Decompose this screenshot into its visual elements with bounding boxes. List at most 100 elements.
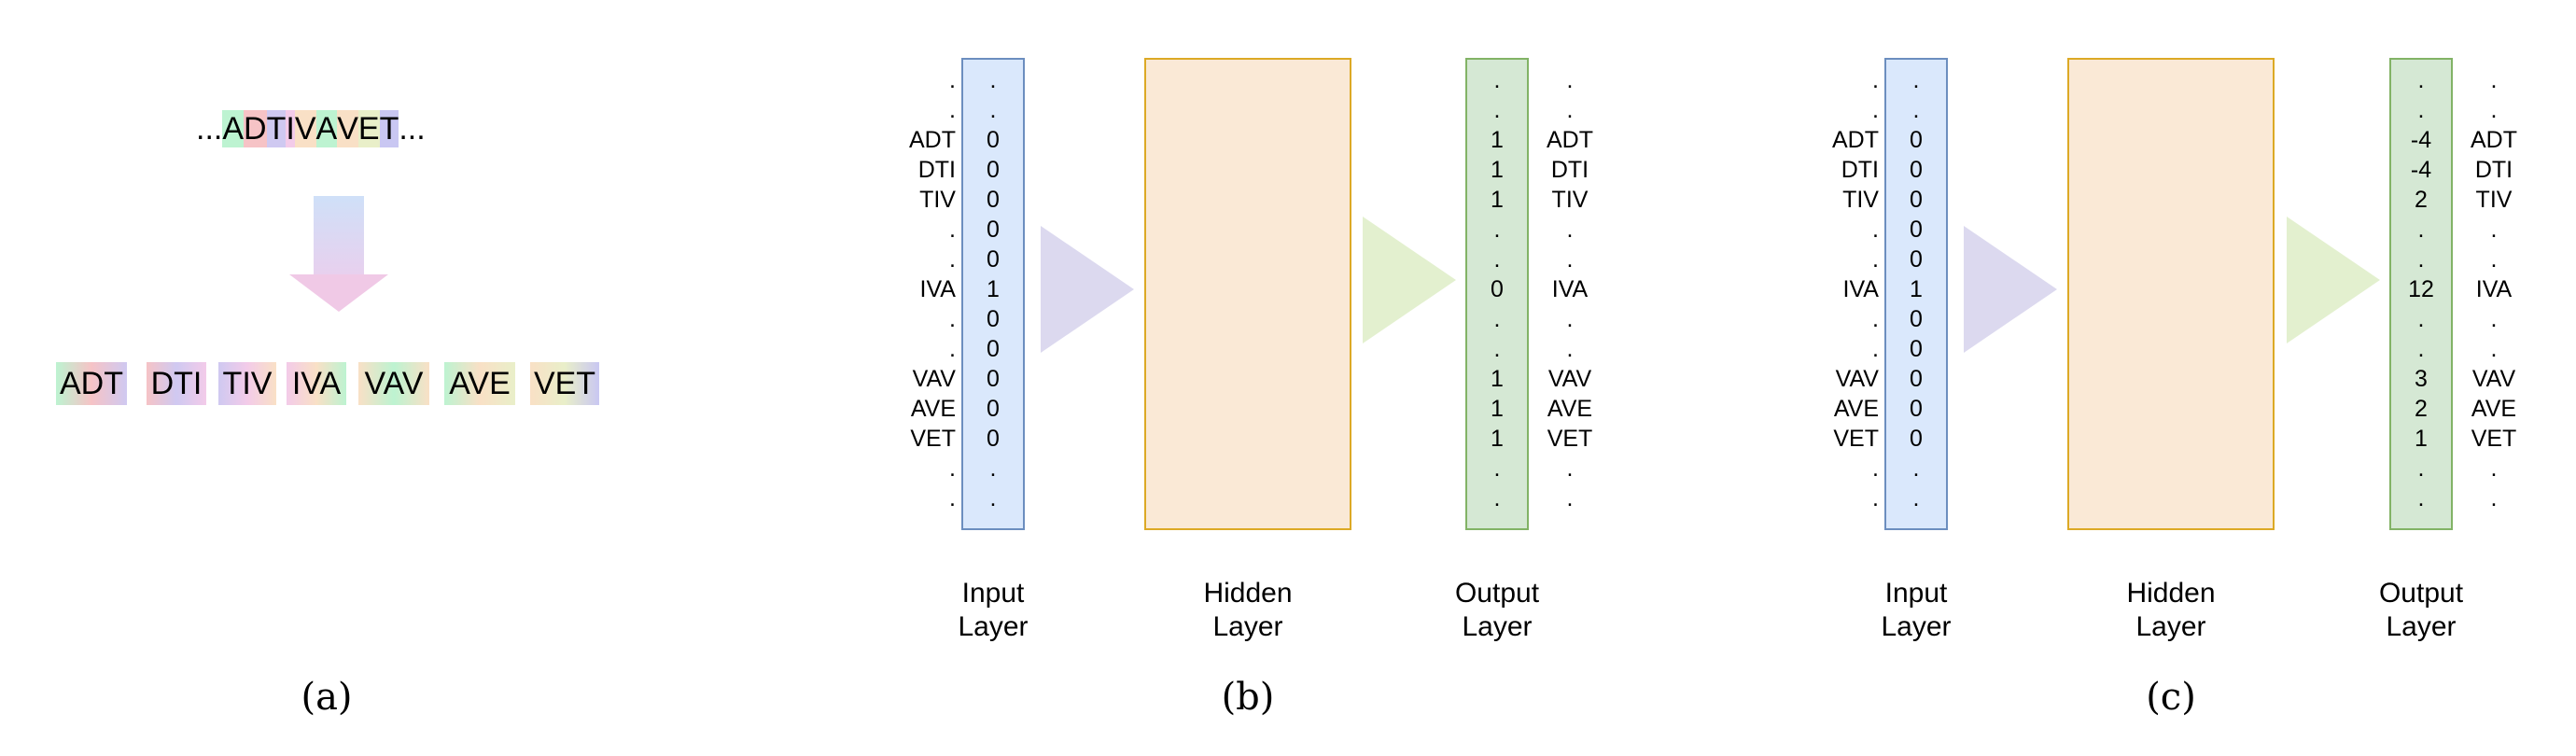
input-vector-value: 0: [1910, 306, 1923, 332]
arrow-right-icon: [2287, 217, 2380, 343]
output-vector-value: .: [1493, 336, 1501, 362]
hidden-layer-label-line: Layer: [2135, 611, 2206, 642]
output-token-label: .: [2490, 97, 2498, 123]
input-layer-box: [961, 58, 1025, 530]
sequence-char: T: [266, 110, 287, 147]
output-token-label: .: [1566, 455, 1574, 482]
output-vector-value: 1: [1491, 426, 1504, 452]
output-layer-label-line: Layer: [2386, 611, 2457, 642]
output-vector-value: .: [2417, 67, 2425, 93]
input-vector-value: .: [1912, 97, 1920, 123]
input-vector-value: 0: [1910, 426, 1923, 452]
input-layer-label-line: Input: [1884, 578, 1948, 609]
input-token-label: .: [1872, 306, 1879, 332]
input-layer-box: [1884, 58, 1948, 530]
input-vector-value: 0: [987, 187, 1000, 213]
input-token-label: DTI: [917, 157, 956, 183]
output-layer-label-line: Output: [1454, 578, 1540, 609]
input-vector-value: 0: [1910, 366, 1923, 392]
output-layer-box: [2389, 58, 2453, 530]
input-vector-value: .: [989, 97, 997, 123]
caption-a: (a): [301, 676, 353, 719]
sequence-char: E: [357, 110, 380, 147]
hidden-layer-label-line: Hidden: [1203, 578, 1293, 609]
output-token-label: AVE: [1547, 396, 1593, 422]
down-arrow-icon: [285, 196, 397, 317]
input-token-label: .: [1872, 455, 1879, 482]
input-token-label: .: [949, 336, 956, 362]
input-vector-value: 0: [1910, 157, 1923, 183]
output-token-label: .: [1566, 246, 1574, 273]
trigram-token: DTI: [147, 362, 206, 405]
caption-c: (c): [2146, 676, 2196, 719]
input-vector-value: 0: [987, 336, 1000, 362]
output-vector-value: 3: [2415, 366, 2428, 392]
input-vector-value: 0: [987, 306, 1000, 332]
input-token-label: .: [1872, 97, 1879, 123]
hidden-layer-box: [1144, 58, 1351, 530]
output-vector-value: .: [2417, 97, 2425, 123]
caption-b: (b): [1221, 676, 1275, 719]
input-vector-value: .: [989, 67, 997, 93]
output-vector-value: 1: [1491, 187, 1504, 213]
output-token-label: .: [2490, 306, 2498, 332]
trigram-token: ADT: [56, 362, 127, 405]
sequence-char: A: [315, 110, 338, 147]
output-token-label: .: [2490, 336, 2498, 362]
output-vector-value: .: [2417, 455, 2425, 482]
output-token-label: VAV: [1547, 366, 1592, 392]
input-token-label: .: [949, 485, 956, 511]
output-vector-value: .: [1493, 455, 1501, 482]
sequence-char: I: [286, 110, 295, 147]
output-token-label: ADT: [2471, 127, 2517, 153]
sequence-char: ...: [196, 111, 223, 147]
input-vector-value: 0: [987, 127, 1000, 153]
output-token-label: .: [1566, 336, 1574, 362]
hidden-layer-label-line: Layer: [1212, 611, 1283, 642]
output-token-label: TIV: [1551, 187, 1589, 213]
input-vector-value: 0: [1910, 396, 1923, 422]
output-layer-box: [1465, 58, 1529, 530]
input-vector-value: .: [989, 455, 997, 482]
output-vector-value: 1: [1491, 127, 1504, 153]
input-vector-value: 0: [1910, 127, 1923, 153]
input-vector-value: 0: [1910, 336, 1923, 362]
output-vector-value: 1: [2415, 426, 2428, 452]
input-vector-value: 0: [987, 246, 1000, 273]
output-vector-value: 2: [2415, 396, 2428, 422]
arrow-right-icon: [1363, 217, 1456, 343]
input-vector-value: .: [1912, 67, 1920, 93]
output-vector-value: .: [1493, 217, 1501, 243]
output-layer-label-line: Layer: [1462, 611, 1533, 642]
output-token-label: ADT: [1547, 127, 1593, 153]
arrow-right-icon: [1964, 226, 2057, 353]
input-token-label: VAV: [1835, 366, 1879, 392]
input-token-label: .: [949, 246, 956, 273]
input-token-label: .: [1872, 485, 1879, 511]
output-vector-value: 1: [1491, 396, 1504, 422]
input-token-label: TIV: [1842, 187, 1879, 213]
trigram-token: VET: [530, 362, 599, 405]
input-vector-value: 0: [1910, 187, 1923, 213]
output-token-label: VAV: [2471, 366, 2516, 392]
input-token-label: ADT: [1832, 127, 1879, 153]
input-token-label: IVA: [919, 276, 956, 302]
input-token-label: VET: [1833, 426, 1879, 452]
sequence-char: V: [294, 110, 316, 147]
input-token-label: VET: [910, 426, 956, 452]
trigram-token: IVA: [287, 362, 346, 405]
input-vector-value: 0: [1910, 217, 1923, 243]
input-vector-value: 0: [987, 396, 1000, 422]
hidden-layer-label-line: Hidden: [2126, 578, 2216, 609]
output-vector-value: .: [2417, 217, 2425, 243]
